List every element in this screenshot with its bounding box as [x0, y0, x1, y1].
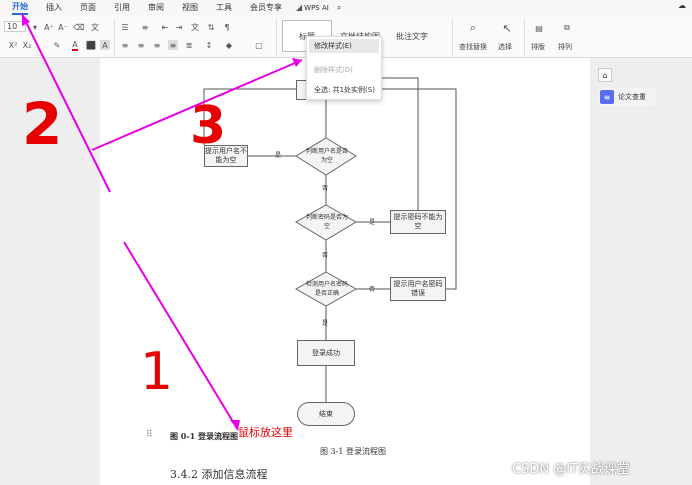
clear-format-icon[interactable]: ⌫ — [73, 22, 85, 32]
numbering-icon[interactable]: ≡ — [141, 22, 149, 32]
end-terminal: 结束 — [297, 402, 355, 426]
align-right-icon[interactable]: ≡ — [153, 40, 161, 50]
no-label-3: 否 — [369, 286, 376, 293]
find-replace-icon[interactable]: ⌕ — [469, 21, 477, 34]
paper-check-button[interactable]: ≡ 论文查重 — [598, 88, 656, 106]
grow-font-icon[interactable]: A⁺ — [44, 22, 54, 32]
indent-icon[interactable]: ⇥ — [175, 22, 183, 32]
sort-icon[interactable]: ⇅ — [207, 22, 215, 32]
tab-reference[interactable]: 引用 — [114, 3, 130, 12]
annotation-number-2: 2 — [22, 90, 63, 158]
arrange-icon[interactable]: ⧉ — [564, 23, 570, 32]
paper-check-label: 论文查重 — [618, 93, 646, 101]
decision-1-label: 判断用户名是否为空 — [305, 148, 348, 164]
decision-3-label: 检测用户名密码是否正确 — [305, 281, 348, 297]
shading-fill-icon[interactable]: ◆ — [225, 40, 233, 50]
cloud-icon[interactable]: ☁ — [678, 1, 686, 10]
drag-handle-icon[interactable]: ⠿ — [146, 430, 153, 440]
username-empty-warning-box: 提示用户名不能为空 — [204, 145, 248, 167]
tab-tools[interactable]: 工具 — [216, 3, 232, 12]
line-spacing-icon[interactable]: ↕ — [205, 40, 213, 50]
login-success-box: 登录成功 — [297, 340, 355, 366]
tab-home[interactable]: 开始 — [12, 1, 28, 15]
tab-page[interactable]: 页面 — [80, 3, 96, 12]
divider — [276, 19, 277, 55]
font-color-icon[interactable]: A — [72, 39, 78, 51]
highlight-icon[interactable]: ✎ — [53, 40, 61, 50]
annotation-number-3: 3 — [190, 96, 227, 156]
char-border-icon[interactable]: A — [100, 40, 110, 50]
menu-bar: 开始 插入 页面 引用 审阅 视图 工具 会员专享 ◢ WPS AI ⌕ ☁ — [0, 0, 692, 15]
wps-ai-label[interactable]: WPS AI — [304, 3, 329, 12]
shrink-font-icon[interactable]: A⁻ — [58, 22, 68, 32]
tab-insert[interactable]: 插入 — [46, 3, 62, 12]
select-all-instances-item[interactable]: 全选: 共1处实例(S) — [314, 86, 375, 94]
arrange-label[interactable]: 排列 — [558, 43, 572, 51]
decision-2-label: 判断密码是否为空 — [305, 214, 348, 230]
bullets-icon[interactable]: ☰ — [121, 22, 129, 32]
tab-review[interactable]: 审阅 — [148, 3, 164, 12]
select-label[interactable]: 选择 — [498, 43, 512, 51]
superscript-icon[interactable]: X² — [8, 40, 18, 50]
search-icon[interactable]: ⌕ — [336, 2, 342, 12]
figure-caption-small: 图 0-1 登录流程图 — [170, 431, 239, 441]
shading-icon[interactable]: ⬛ — [86, 40, 96, 50]
credential-error-box: 提示用户名密码错误 — [390, 277, 446, 301]
panel-toggle-icon[interactable]: ⌂ — [598, 68, 612, 82]
decision-diamond-1 — [295, 137, 357, 176]
border-icon[interactable]: ▢ — [255, 40, 263, 50]
delete-style-item[interactable]: 删除样式(D) — [314, 66, 353, 74]
layout-label[interactable]: 排版 — [531, 43, 545, 51]
divider — [452, 19, 453, 55]
subscript-icon[interactable]: X₂ — [22, 40, 32, 50]
section-heading: 3.4.2 添加信息流程 — [170, 468, 268, 481]
font-size-dropdown-icon[interactable]: ▾ — [32, 22, 37, 32]
paper-check-icon: ≡ — [600, 90, 614, 104]
watermark: CSDN @IT实战课堂 — [512, 462, 630, 477]
decision-diamond-3 — [294, 271, 358, 307]
style-comment-text[interactable]: 批注文字 — [396, 32, 428, 41]
distribute-icon[interactable]: ≣ — [185, 40, 193, 50]
yes-label-3: 是 — [322, 320, 329, 327]
annotation-hint: 鼠标放这里 — [238, 426, 293, 439]
tab-view[interactable]: 视图 — [182, 3, 198, 12]
yes-label-2: 是 — [369, 219, 376, 226]
figure-caption: 图 3-1 登录流程图 — [320, 447, 386, 456]
no-label-1: 否 — [322, 185, 329, 192]
justify-icon[interactable]: ≡ — [168, 40, 178, 50]
layout-icon[interactable]: ▤ — [535, 23, 543, 33]
style-context-menu: 修改样式(E) 删除样式(D) 全选: 共1处实例(S) — [306, 36, 382, 100]
find-replace-label[interactable]: 查找替换 — [459, 43, 487, 51]
select-icon[interactable]: ↖ — [502, 21, 512, 35]
yes-label-1: 是 — [275, 152, 282, 159]
divider — [524, 19, 525, 55]
no-label-2: 否 — [322, 252, 329, 259]
wps-ai-icon[interactable]: ◢ — [296, 3, 303, 12]
divider — [114, 19, 115, 55]
phonetic-icon[interactable]: 文 — [91, 22, 99, 32]
decision-diamond-2 — [295, 204, 357, 241]
tab-member[interactable]: 会员专享 — [250, 3, 282, 12]
modify-style-item[interactable]: 修改样式(E) — [309, 39, 379, 53]
outdent-icon[interactable]: ⇤ — [161, 22, 169, 32]
chinese-layout-icon[interactable]: 文 — [191, 22, 199, 32]
side-panel: ⌂ — [598, 68, 612, 82]
font-size-select[interactable]: 10 — [4, 21, 26, 32]
align-left-icon[interactable]: ≡ — [121, 40, 129, 50]
align-center-icon[interactable]: ≡ — [137, 40, 145, 50]
show-marks-icon[interactable]: ¶ — [224, 22, 230, 32]
annotation-number-1: 1 — [140, 342, 174, 402]
password-empty-warning-box: 提示密码不能为空 — [390, 210, 446, 234]
